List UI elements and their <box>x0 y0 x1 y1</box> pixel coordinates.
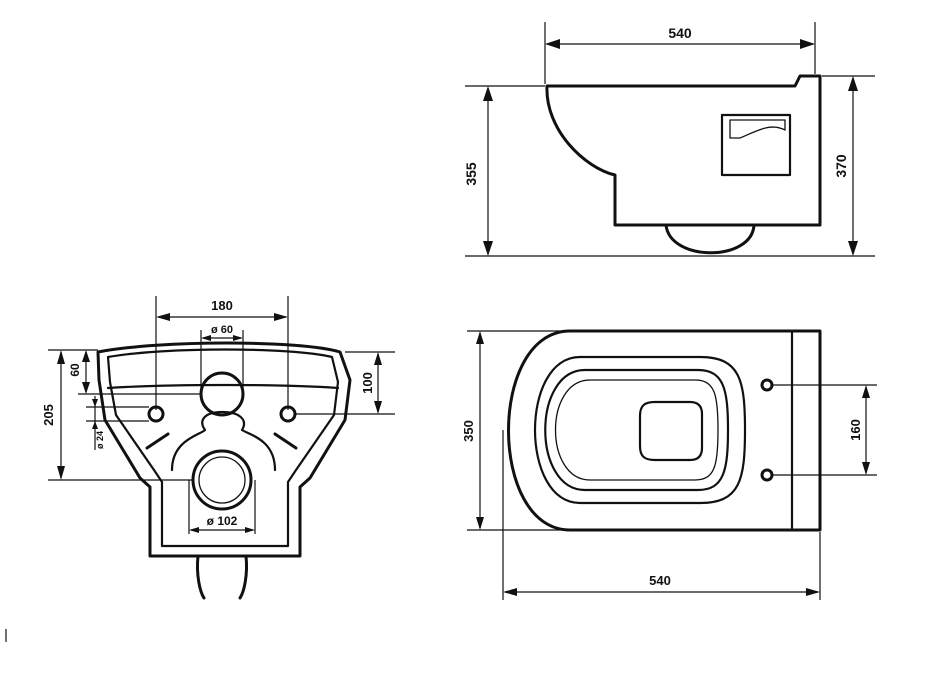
arrow-head <box>862 462 870 475</box>
arrow-head <box>503 588 517 596</box>
arrow-head <box>245 527 255 533</box>
arrow-head <box>483 86 493 101</box>
top-width-label: 350 <box>461 420 476 442</box>
arrow-head <box>374 401 382 414</box>
arrow-head <box>156 313 170 321</box>
arrow-head <box>848 76 858 91</box>
rear-upper-offset-label: 60 <box>68 363 82 377</box>
top-view-bowl-opening <box>638 400 704 462</box>
arrow-head <box>274 313 288 321</box>
top-bolt-spacing-label: 160 <box>848 419 863 441</box>
side-view-recess <box>720 113 792 177</box>
top-depth-label: 540 <box>649 573 671 588</box>
top-view-bolt-hole-bottom <box>760 468 774 482</box>
top-view-seat-inner <box>554 379 719 481</box>
rear-view-slot-left <box>145 432 170 450</box>
side-view-recess-inner <box>729 119 786 139</box>
rear-bolt-diameter-label: ø 24 <box>95 431 105 449</box>
side-height-right-label: 370 <box>833 154 849 178</box>
rear-view-outlet-hole <box>191 449 253 511</box>
rear-view-foot <box>196 554 248 600</box>
top-view-bolt-hole-top <box>760 378 774 392</box>
arrow-head <box>806 588 820 596</box>
top-view: 350 540 160 <box>461 329 877 600</box>
rear-view-saddle <box>170 410 277 472</box>
rear-height-total-label: 205 <box>41 404 56 426</box>
rear-outlet-label: ø 102 <box>207 514 238 528</box>
top-view-rim <box>534 355 747 505</box>
arrow-head <box>374 352 382 365</box>
top-view-seat <box>544 368 730 492</box>
rear-view-slot-right <box>273 432 298 450</box>
arrow-head <box>57 350 65 364</box>
rear-view-cross-band <box>106 383 340 390</box>
rear-upper-hole-label: ø 60 <box>211 324 233 336</box>
arrow-head <box>82 350 90 362</box>
arrow-head <box>476 517 484 530</box>
arrow-head <box>189 527 199 533</box>
arrow-head <box>233 335 243 341</box>
arrow-head <box>800 39 815 49</box>
rear-view-outer-contour <box>96 341 352 558</box>
arrow-head <box>848 241 858 256</box>
side-width-label: 540 <box>668 25 692 41</box>
arrow-head <box>92 399 98 407</box>
arrow-head <box>483 241 493 256</box>
arrow-head <box>862 385 870 398</box>
side-view-bowl-outline <box>545 74 822 227</box>
arrow-head <box>476 331 484 344</box>
arrow-head <box>57 466 65 480</box>
arrow-head <box>92 421 98 429</box>
arrow-head <box>545 39 560 49</box>
rear-view-inner-contour <box>106 348 340 548</box>
side-view: 540 355 370 <box>463 22 875 257</box>
rear-view: 180 ø 60 ø 102 205 60 ø 24 <box>41 296 395 600</box>
arrow-head <box>201 335 211 341</box>
side-height-left-label: 355 <box>463 162 479 186</box>
arrow-head <box>82 382 90 394</box>
rear-view-upper-hole <box>199 371 245 417</box>
rear-view-outlet-inner <box>198 456 246 504</box>
side-view-outlet <box>664 223 756 255</box>
rear-bolt-spacing-label: 180 <box>211 298 233 313</box>
rear-bolt-height-label: 100 <box>360 372 375 394</box>
